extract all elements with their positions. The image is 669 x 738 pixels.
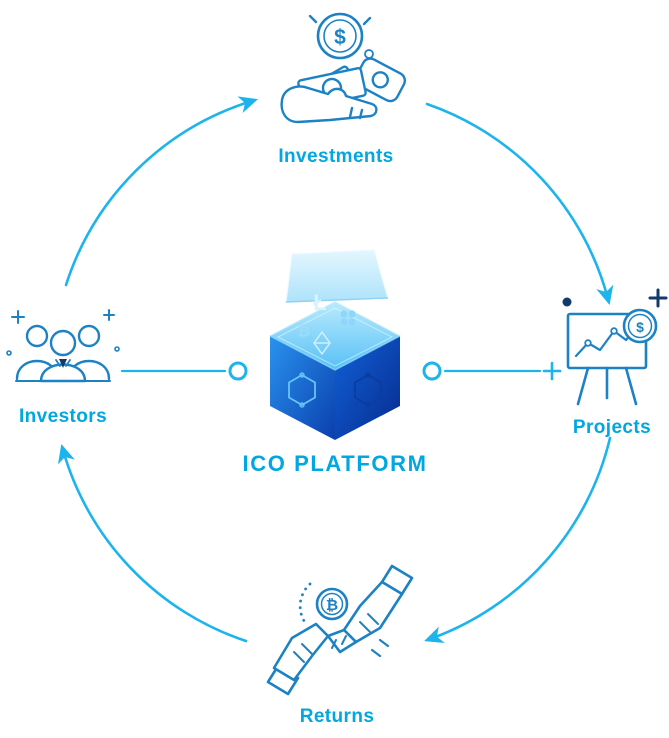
ethereum-icon: [313, 330, 331, 356]
easel-legs: [576, 366, 638, 406]
bitcoin-symbol: ₿: [326, 597, 338, 614]
arc-projects-to-returns: [424, 436, 612, 644]
label-investors: Investors: [18, 406, 108, 427]
hexagon-network-right: [354, 372, 382, 408]
node-returns: ₿: [262, 562, 414, 705]
bitcoin-symbol: ₿: [298, 323, 310, 340]
label-investments: Investments: [278, 146, 394, 167]
dollar-coin-icon: [622, 308, 658, 344]
label-returns: Returns: [299, 706, 375, 727]
token-cluster-icon: [340, 310, 356, 326]
node-projects: $: [558, 286, 668, 415]
node-center-platform: Ł ₿: [260, 246, 410, 447]
ico-cube-icon: Ł ₿: [268, 249, 402, 440]
node-investments: $: [272, 8, 408, 139]
dollar-coin-icon: [316, 12, 374, 60]
center-platform-label: ICO PLATFORM: [242, 451, 428, 476]
hexagon-network-left: [288, 372, 316, 408]
presentation-chart-icon: $: [562, 288, 668, 406]
plus-icon: [11, 310, 25, 324]
node-investors: [4, 303, 122, 404]
connector-ring-left: [228, 361, 248, 381]
upper-hand: [342, 564, 414, 644]
bitcoin-coin-icon: [315, 587, 349, 621]
connector-ring-right: [422, 361, 442, 381]
hand-shape: [280, 85, 378, 124]
hand-money-icon: $: [280, 12, 407, 124]
arc-investments-to-projects: [425, 102, 614, 306]
dot-decoration: [562, 297, 572, 307]
plus-icon: [542, 361, 562, 381]
arc-returns-to-investors: [58, 443, 248, 643]
clasped-hands: [326, 628, 358, 654]
litecoin-symbol: Ł: [313, 290, 326, 315]
tie: [59, 359, 67, 368]
handshake-bitcoin-icon: ₿: [266, 564, 414, 696]
open-lid: [285, 249, 389, 303]
dollar-symbol: $: [636, 319, 644, 335]
dotted-arc: [298, 582, 312, 626]
label-projects: Projects: [572, 417, 652, 438]
person-front: [39, 329, 87, 383]
sparkle-ticks: [308, 14, 372, 26]
arc-investors-to-investments: [64, 96, 258, 287]
plus-icon: [103, 309, 115, 321]
lower-hand: [266, 622, 330, 696]
dollar-symbol: $: [334, 26, 346, 49]
people-group-icon: [6, 309, 120, 383]
motion-dashes: [370, 638, 390, 658]
plus-icon: [648, 288, 668, 308]
